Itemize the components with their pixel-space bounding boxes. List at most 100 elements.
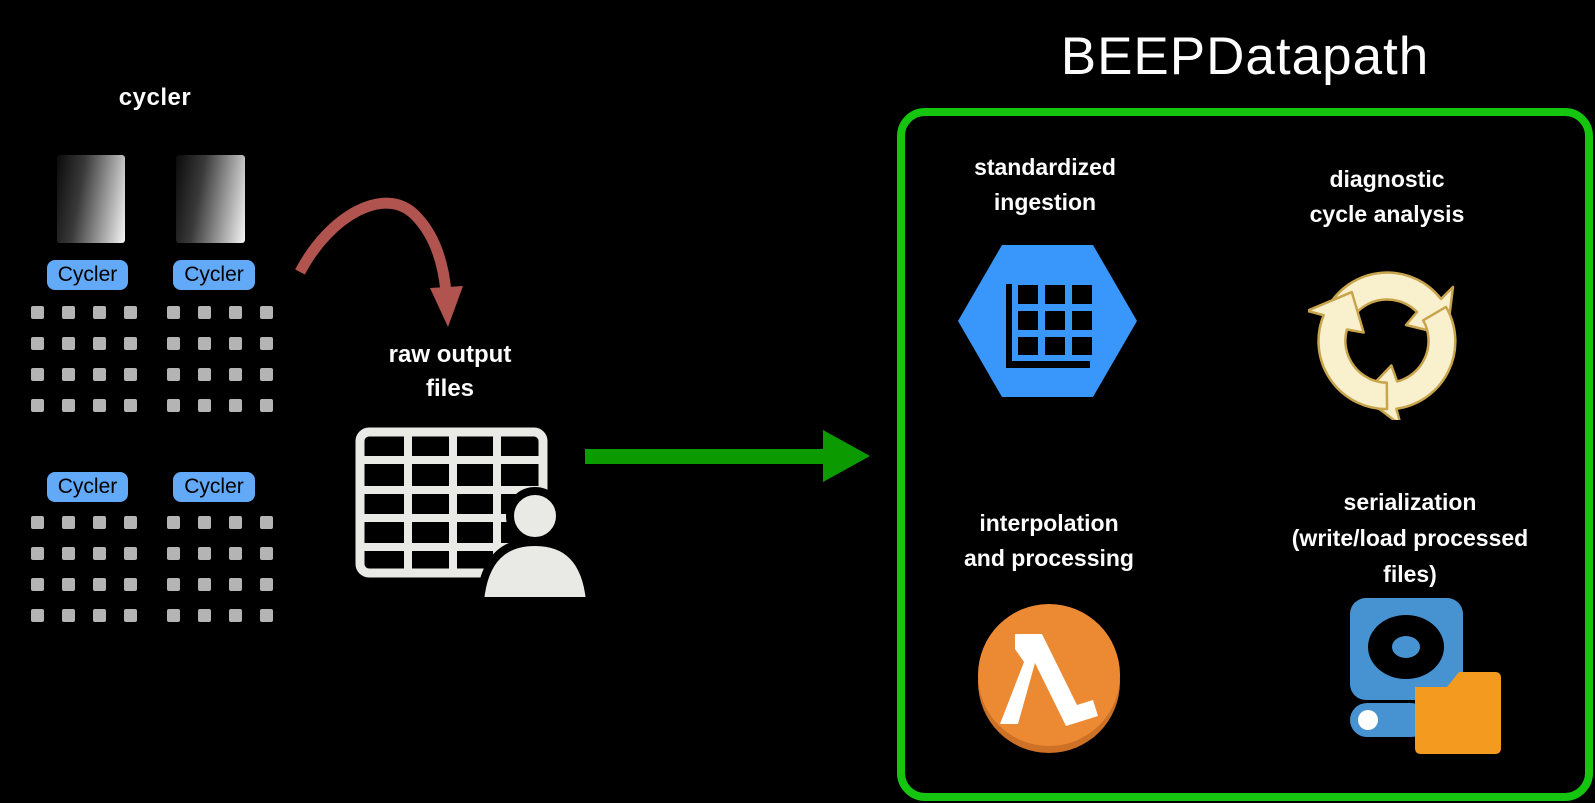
battery-cell-square <box>62 547 75 560</box>
battery-cell-square <box>260 368 273 381</box>
battery-cell-square <box>229 516 242 529</box>
battery-cell-square <box>229 399 242 412</box>
battery-cell-grid <box>31 516 137 622</box>
cycler-machine-image <box>176 155 245 243</box>
battery-cell-grid <box>167 516 273 622</box>
recycle-arrows-icon <box>1308 271 1466 420</box>
battery-cell-square <box>167 516 180 529</box>
battery-cell-square <box>124 368 137 381</box>
quadrant-label-line: and processing <box>964 545 1134 571</box>
battery-cell-square <box>93 547 106 560</box>
battery-cell-square <box>31 306 44 319</box>
battery-cell-square <box>31 609 44 622</box>
battery-cell-square <box>260 609 273 622</box>
battery-cell-square <box>124 547 137 560</box>
battery-cell-square <box>260 578 273 591</box>
battery-cell-square <box>229 547 242 560</box>
lambda-circle <box>978 604 1120 753</box>
beep-datapath-title: BEEPDatapath <box>1060 27 1430 86</box>
battery-cell-square <box>167 578 180 591</box>
battery-cell-square <box>167 368 180 381</box>
raw-output-line1: raw output <box>388 341 512 368</box>
battery-cell-square <box>31 547 44 560</box>
cycler-badge: Cycler <box>47 260 128 290</box>
red-curved-arrow-icon <box>295 197 463 327</box>
cycler-badge: Cycler <box>47 472 128 502</box>
battery-cell-square <box>260 337 273 350</box>
cycler-badge: Cycler <box>173 472 255 502</box>
battery-cell-square <box>62 368 75 381</box>
battery-cell-square <box>229 609 242 622</box>
battery-cell-square <box>124 609 137 622</box>
battery-cell-grid <box>31 306 137 412</box>
battery-cell-square <box>229 306 242 319</box>
quadrant-label-line: (write/load processed <box>1291 525 1529 551</box>
battery-cell-square <box>62 609 75 622</box>
lambda-glyph <box>1000 634 1098 726</box>
standardized-ingestion-label: standardized ingestion <box>895 150 1195 220</box>
battery-cell-square <box>93 306 106 319</box>
battery-cell-square <box>62 578 75 591</box>
battery-cell-square <box>93 609 106 622</box>
quadrant-label-line: cycle analysis <box>1309 201 1465 227</box>
hexagon-table-icon <box>958 245 1137 397</box>
battery-cell-square <box>31 368 44 381</box>
quadrant-label-line: diagnostic <box>1329 166 1445 192</box>
battery-cell-square <box>198 609 211 622</box>
battery-cell-square <box>229 337 242 350</box>
battery-cell-square <box>93 337 106 350</box>
battery-cell-square <box>124 516 137 529</box>
battery-cell-square <box>124 578 137 591</box>
green-flow-arrow-icon <box>585 430 870 482</box>
diagnostic-cycle-analysis-label: diagnostic cycle analysis <box>1237 162 1537 232</box>
battery-cell-square <box>198 399 211 412</box>
raw-output-line2: files <box>425 375 475 402</box>
disk-folder-icon <box>1350 598 1501 754</box>
battery-cell-square <box>198 337 211 350</box>
lambda-icon <box>974 603 1124 760</box>
battery-cell-square <box>167 609 180 622</box>
spreadsheet-person-icon <box>355 427 595 605</box>
battery-cell-square <box>260 399 273 412</box>
quadrant-label-line: serialization <box>1343 489 1477 515</box>
battery-cell-square <box>167 306 180 319</box>
battery-cell-square <box>31 337 44 350</box>
battery-cell-square <box>62 399 75 412</box>
battery-cell-square <box>93 578 106 591</box>
battery-cell-square <box>260 547 273 560</box>
battery-cell-square <box>260 306 273 319</box>
battery-cell-square <box>31 399 44 412</box>
beep-datapath-box <box>897 108 1593 801</box>
battery-cell-square <box>198 516 211 529</box>
battery-cell-square <box>62 516 75 529</box>
battery-cell-square <box>124 306 137 319</box>
battery-cell-square <box>62 306 75 319</box>
battery-cell-square <box>124 399 137 412</box>
battery-cell-square <box>124 337 137 350</box>
battery-cell-square <box>62 337 75 350</box>
battery-cell-square <box>93 399 106 412</box>
battery-cell-square <box>229 578 242 591</box>
battery-cell-square <box>93 516 106 529</box>
interpolation-processing-label: interpolation and processing <box>899 506 1199 576</box>
quadrant-label-line: interpolation <box>979 510 1119 536</box>
battery-cell-square <box>198 306 211 319</box>
battery-cell-square <box>167 337 180 350</box>
battery-cell-square <box>31 578 44 591</box>
battery-cell-square <box>260 516 273 529</box>
raw-output-files-label: raw output files <box>330 338 570 406</box>
battery-cell-square <box>31 516 44 529</box>
battery-cell-square <box>167 547 180 560</box>
battery-cell-square <box>167 399 180 412</box>
quadrant-label-line: files) <box>1383 561 1437 587</box>
cycler-machine-image <box>57 155 125 243</box>
battery-cell-square <box>229 368 242 381</box>
serialization-label: serialization (write/load processed file… <box>1260 484 1560 592</box>
cycler-section-title: cycler <box>118 84 192 111</box>
cycler-badge: Cycler <box>173 260 255 290</box>
battery-cell-square <box>198 578 211 591</box>
quadrant-label-line: ingestion <box>993 189 1097 215</box>
battery-cell-square <box>93 368 106 381</box>
battery-cell-grid <box>167 306 273 412</box>
